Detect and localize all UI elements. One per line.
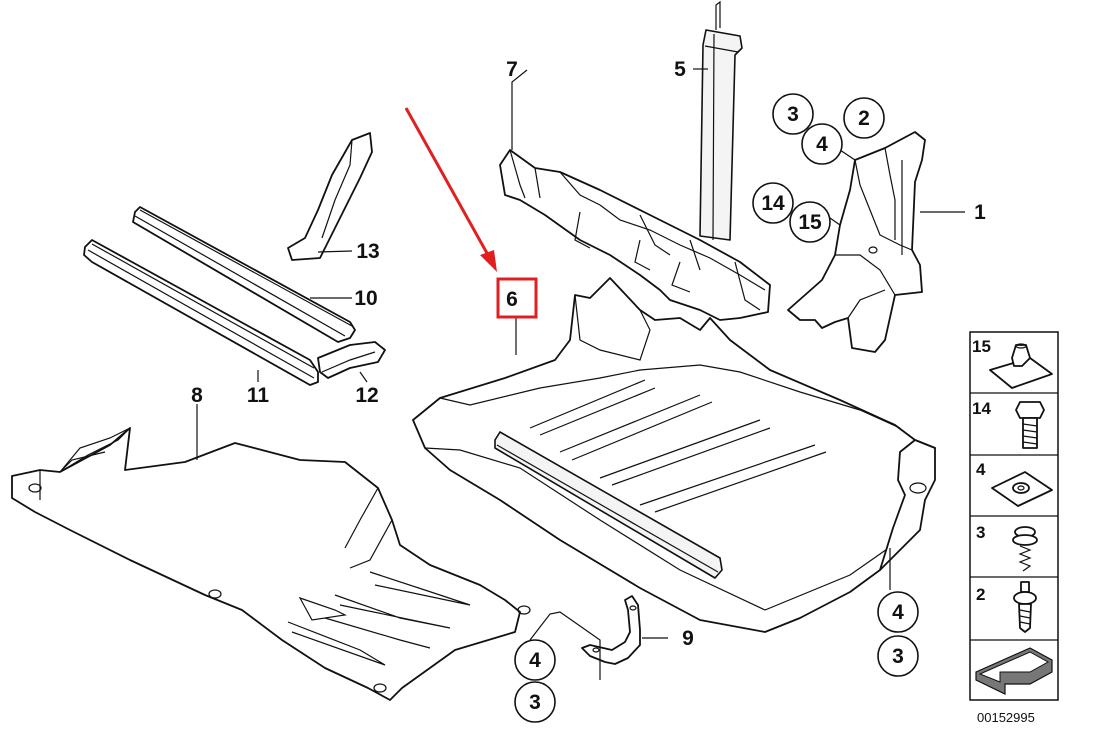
callout-11: 11 (247, 384, 270, 407)
fastener-legend: 15 14 4 3 (969, 331, 1059, 701)
legend-number: 4 (976, 460, 986, 479)
svg-text:4: 4 (816, 133, 828, 156)
circled-callout-4-bottom-right: 4 (877, 591, 919, 633)
highlight-box-6 (496, 277, 538, 319)
legend-number: 3 (976, 523, 985, 542)
legend-number: 2 (976, 585, 985, 604)
part-11-seal-strip (83, 239, 319, 386)
legend-number: 15 (972, 337, 991, 356)
red-arrow-indicator (404, 107, 497, 272)
callout-10: 10 (354, 287, 377, 310)
legend-item-3: 3 (976, 523, 1038, 572)
circled-callout-3-bottom-right: 3 (877, 635, 919, 677)
circled-callout-2-top: 2 (843, 97, 885, 139)
catalog-number: 00152995 (977, 710, 1035, 725)
part-7-bracket-rail (499, 149, 771, 321)
callout-9: 9 (682, 627, 694, 650)
callout-5: 5 (674, 58, 686, 81)
callout-7: 7 (506, 58, 518, 81)
callout-1: 1 (974, 201, 986, 224)
part-8-underbody-panel (11, 427, 531, 701)
part-12-end-cap (317, 341, 386, 379)
part-5-vertical-strip (699, 0, 743, 241)
svg-text:14: 14 (761, 192, 785, 215)
svg-text:3: 3 (529, 691, 541, 714)
circled-callout-4-bottom-left: 4 (514, 639, 556, 681)
circled-callout-3-bottom-left: 3 (514, 681, 556, 723)
hex-bolt-icon (1015, 401, 1045, 449)
callout-13: 13 (356, 240, 379, 263)
legend-direction-icon (975, 647, 1053, 695)
svg-text:4: 4 (892, 601, 904, 624)
circled-callout-3-top: 3 (772, 93, 814, 135)
callout-6: 6 (506, 288, 518, 311)
legend-item-2: 2 (976, 581, 1037, 633)
circled-callout-14: 14 (752, 182, 794, 224)
circled-callout-15: 15 (789, 201, 831, 243)
clip-nut-icon (989, 343, 1053, 389)
part-9-small-bracket (581, 595, 641, 665)
callout-12: 12 (355, 384, 378, 407)
svg-text:2: 2 (858, 107, 870, 130)
push-rivet-icon (1013, 581, 1037, 633)
legend-item-4: 4 (976, 460, 1053, 507)
svg-text:3: 3 (892, 645, 904, 668)
callout-8: 8 (191, 384, 203, 407)
expanding-rivet-icon (1012, 526, 1038, 572)
legend-number: 14 (972, 399, 991, 418)
legend-item-14: 14 (972, 399, 1045, 449)
legend-item-15: 15 (972, 337, 1053, 389)
svg-text:4: 4 (529, 649, 541, 672)
part-6-center-tray (412, 277, 936, 633)
circled-callout-4-top: 4 (801, 123, 843, 165)
svg-text:3: 3 (787, 103, 799, 126)
part-10-seal-strip (132, 206, 356, 343)
spring-nut-icon (991, 471, 1053, 507)
leader-lines (196, 68, 965, 680)
svg-text:15: 15 (798, 211, 822, 234)
part-13-trim (287, 132, 373, 261)
part-1-right-bracket (787, 131, 926, 353)
